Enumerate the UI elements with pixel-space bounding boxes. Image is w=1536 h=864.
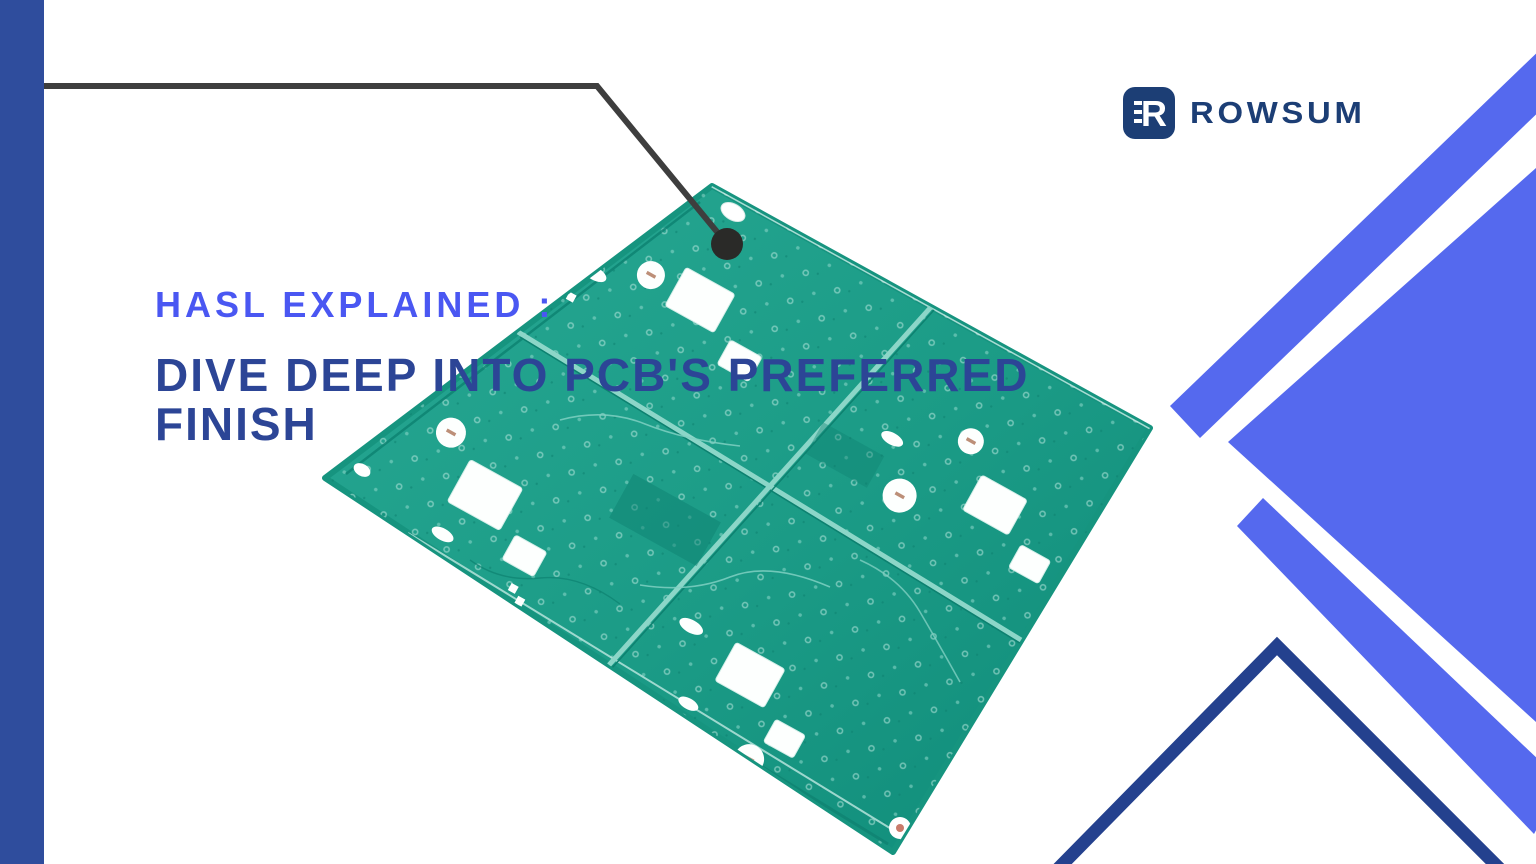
pcb-tooling-hole-center: [896, 824, 904, 832]
pcb-tooling-hole: [720, 202, 746, 222]
svg-text:R: R: [1141, 93, 1167, 134]
rowsum-wordmark: ROWSUM: [1190, 95, 1366, 130]
pcb-trace: [469, 559, 621, 605]
rowsum-logo-icon: R: [1123, 87, 1175, 139]
pcb-panel-details: [325, 186, 1150, 852]
pcb-pads-right-board: [881, 428, 1051, 584]
pcb-seam-shadow: [611, 309, 935, 669]
eyebrow-text: HASL EXPLAINED :: [155, 284, 555, 325]
title-line-2: FINISH: [155, 398, 318, 450]
pcb-panel-photo: [322, 183, 1153, 855]
blue-triangle: [1228, 168, 1536, 722]
left-accent-bar: [0, 0, 44, 864]
pcb-trace: [859, 559, 961, 683]
pcb-copper-patch: [805, 422, 885, 488]
page-title: DIVE DEEP INTO PCB'S PREFERRED FINISH: [155, 351, 1029, 449]
pcb-pads-left-board: [431, 417, 547, 607]
rowsum-logo: R ROWSUM: [1122, 86, 1362, 140]
pcb-copper-patch: [609, 473, 721, 567]
title-line-1: DIVE DEEP INTO PCB'S PREFERRED: [155, 349, 1030, 401]
blue-lower-band: [1237, 498, 1536, 834]
callout-dot: [711, 228, 743, 260]
pcb-trace: [559, 414, 741, 447]
navy-chevron-outline: [1053, 636, 1505, 864]
pcb-seam: [607, 305, 933, 667]
blue-diagonal-stripe: [1170, 53, 1536, 438]
callout-line: [44, 83, 730, 246]
pcb-tooling-hole: [353, 463, 371, 477]
pcb-breakoff-rail-highlight: [407, 532, 894, 831]
pcb-trace: [639, 570, 831, 589]
